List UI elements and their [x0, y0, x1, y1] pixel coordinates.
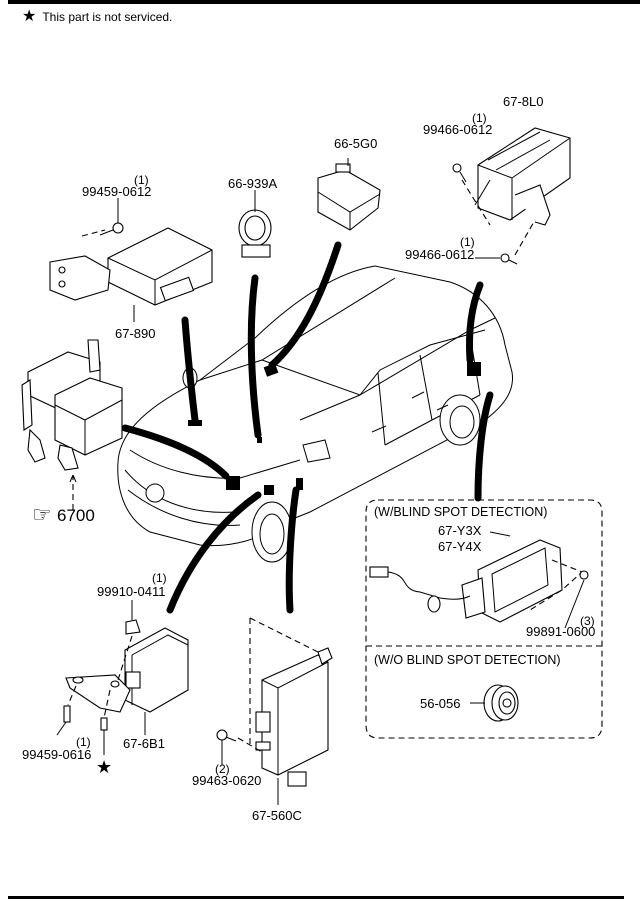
part-number-label[interactable]: 99891-0600	[526, 624, 595, 639]
star-icon: ★	[96, 757, 112, 777]
part-quantity: (1)	[152, 571, 167, 585]
part-number-label[interactable]: 56-056	[420, 696, 460, 711]
part-number-label[interactable]: 99459-0616	[22, 747, 91, 762]
not-serviced-note-text: This part is not serviced.	[42, 10, 173, 24]
top-rule	[8, 0, 640, 4]
screw-99459-0616-drawing	[63, 705, 71, 723]
blind-spot-options-box	[365, 499, 603, 739]
part-67-560c-drawing	[237, 617, 333, 805]
part-quantity: (1)	[134, 173, 149, 187]
with-blind-spot-title: (W/BLIND SPOT DETECTION)	[374, 505, 547, 519]
not-serviced-note: ★ This part is not serviced.	[22, 8, 173, 25]
star-icon: ★	[22, 8, 37, 25]
location-marker	[257, 437, 262, 443]
part-number-label[interactable]: 67-560C	[252, 808, 302, 823]
location-marker	[264, 485, 274, 495]
part-number-label[interactable]: 67-8L0	[503, 94, 543, 109]
screw-99463-0620-drawing	[216, 729, 237, 765]
part-67-6b1-drawing	[56, 600, 189, 755]
part-56-056-drawing	[470, 684, 519, 722]
bottom-rule	[8, 896, 624, 899]
part-67-y3x-y4x-drawing	[369, 531, 589, 629]
screw-99459-0612-drawing	[99, 198, 124, 236]
part-number-label[interactable]: 67-6B1	[123, 736, 165, 751]
part-number-label[interactable]: 67-Y4X	[438, 539, 482, 554]
part-number-label[interactable]: 66-939A	[228, 176, 277, 191]
part-quantity: (3)	[580, 614, 595, 628]
location-marker	[296, 478, 303, 490]
screw-not-serviced-drawing	[100, 717, 108, 731]
part-quantity: (2)	[215, 762, 230, 776]
part-66-939a-drawing	[238, 190, 272, 258]
location-marker	[467, 362, 481, 376]
part-66-5g0-drawing	[317, 158, 381, 231]
part-number-label[interactable]: 99910-0411	[97, 584, 165, 599]
part-number-label[interactable]: 66-5G0	[334, 136, 377, 151]
part-quantity: (1)	[76, 735, 91, 749]
pointing-hand-icon: ☞	[32, 502, 52, 527]
part-67-8l0-drawing	[461, 127, 571, 256]
screw-99466-0612-a-drawing	[452, 163, 467, 183]
part-6700-drawing	[21, 339, 123, 510]
without-blind-spot-title: (W/O BLIND SPOT DETECTION)	[374, 653, 561, 667]
part-labels: 67-8L0 (1) 99466-0612 (1) 99466-0612 66-…	[22, 94, 595, 823]
part-number-label[interactable]: 99466-0612	[405, 247, 474, 262]
screw-99466-0612-b-drawing	[475, 253, 518, 265]
part-number-label[interactable]: 99459-0612	[82, 184, 151, 199]
part-quantity: (1)	[472, 111, 487, 125]
part-number-label[interactable]: 67-Y3X	[438, 523, 482, 538]
part-number-label[interactable]: 99466-0612	[423, 122, 492, 137]
location-callouts	[121, 241, 494, 614]
part-67-890-drawing	[49, 227, 213, 322]
part-quantity: (1)	[460, 235, 475, 249]
location-marker	[226, 476, 240, 490]
part-number-label[interactable]: 67-890	[115, 326, 155, 341]
part-number-label[interactable]: 99463-0620	[192, 773, 261, 788]
reference-group-label[interactable]: 6700	[57, 506, 95, 525]
